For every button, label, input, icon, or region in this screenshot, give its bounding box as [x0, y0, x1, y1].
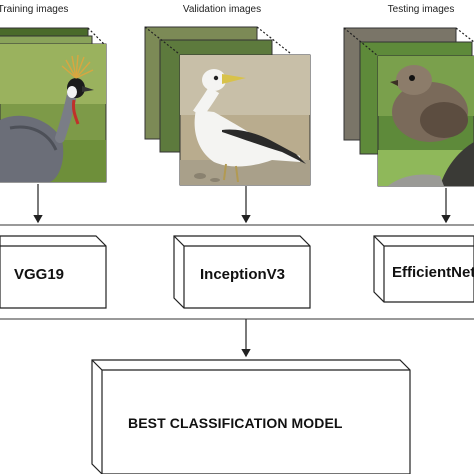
crane-photo — [0, 43, 107, 183]
vgg19-label: VGG19 — [14, 266, 65, 283]
vgg19-box — [0, 235, 107, 309]
inceptionv3-label: InceptionV3 — [200, 266, 286, 283]
booby-photo — [179, 54, 311, 186]
training-images-label: Training images — [0, 4, 69, 15]
best-classification-model-label: BEST CLASSIFICATION MODEL — [128, 415, 343, 431]
efficientnet-label: EfficientNet — [392, 264, 474, 281]
best-model-box — [91, 359, 411, 474]
efficientnet-box — [373, 235, 474, 303]
inceptionv3-box — [173, 235, 311, 309]
testing-images-label: Testing images — [387, 4, 455, 15]
validation-images-label: Validation images — [182, 4, 262, 15]
sparrow-photo — [377, 55, 474, 187]
